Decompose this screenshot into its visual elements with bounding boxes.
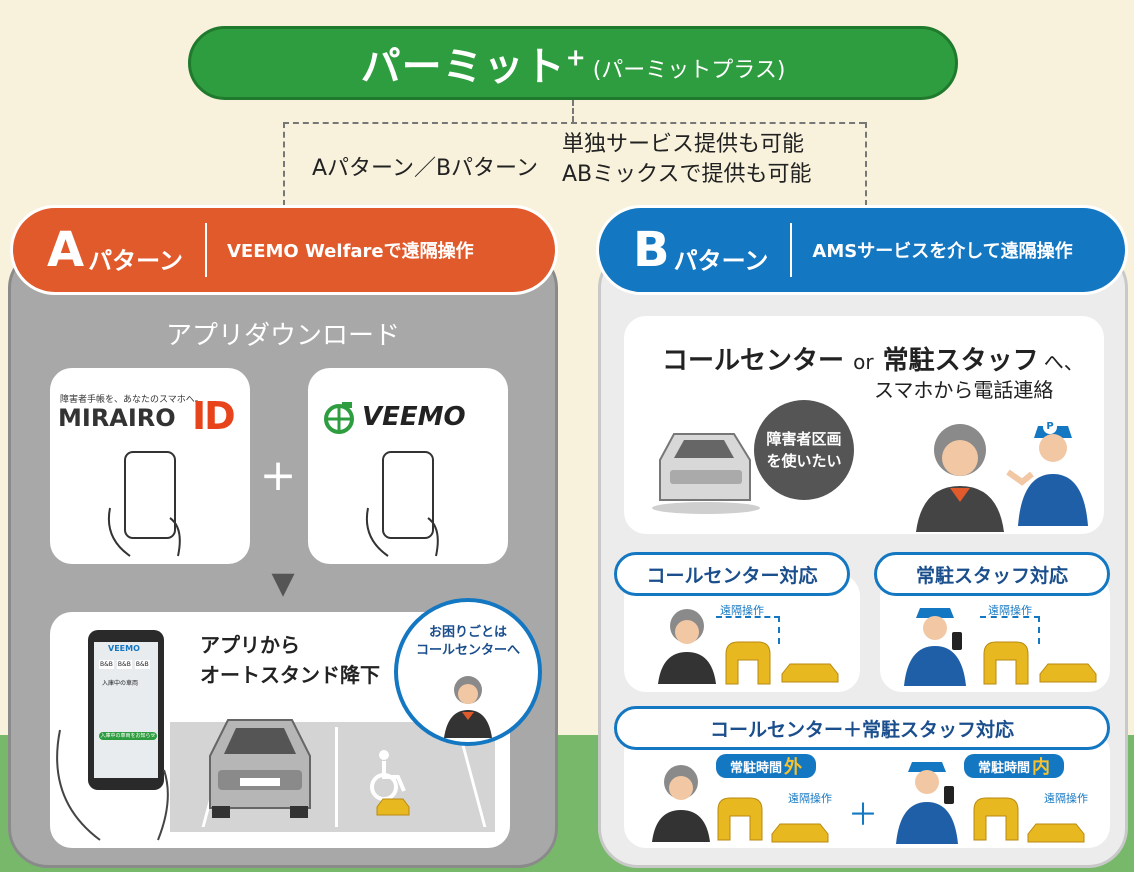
connector-line xyxy=(283,122,285,206)
remote-line xyxy=(980,616,1040,644)
auto-stand-text: アプリから オートスタンド降下 xyxy=(200,633,380,687)
pattern-b-desc: AMSサービスを介して遠隔操作 xyxy=(812,241,1073,262)
auto-stand-icon xyxy=(983,641,1097,685)
banner-title: パーミット+ xyxy=(360,43,587,90)
cap-badge: P xyxy=(1043,420,1057,434)
pattern-b-header: B パターン AMSサービスを介して遠隔操作 xyxy=(596,205,1128,295)
operator-icon xyxy=(652,765,710,842)
combined-case-title: コールセンター＋常駐スタッフ対応 xyxy=(614,706,1110,750)
remote-line xyxy=(716,616,780,644)
operator-icon xyxy=(658,609,716,684)
staff-phone-icon xyxy=(904,608,966,686)
contact-card: コールセンター or 常駐スタッフ へ、 スマホから電話連絡 障害者区画 を使い… xyxy=(624,316,1104,534)
on-hours-tag: 常駐時間内 xyxy=(964,754,1064,778)
speech-text: 障害者区画 を使いたい xyxy=(766,430,842,470)
availability-note: 単独サービス提供も可能 ABミックスで提供も可能 xyxy=(562,132,812,187)
auto-stand-icon xyxy=(973,797,1085,843)
phone-app-title: VEEMO xyxy=(108,644,140,653)
off-hours-tag: 常駐時間外 xyxy=(716,754,816,778)
down-arrow-icon: ▼ xyxy=(271,566,295,601)
connector-line xyxy=(283,122,865,124)
operator-icon xyxy=(444,676,492,738)
auto-stand-icon xyxy=(717,797,829,843)
call-center-bubble: お困りごとは コールセンターへ xyxy=(394,598,542,746)
download-title: アプリダウンロード xyxy=(165,321,400,351)
parking-line xyxy=(335,727,338,827)
staff-phone-icon xyxy=(896,762,958,844)
hand-phone-icon xyxy=(108,451,181,557)
call-center-text: お困りごとは コールセンターへ xyxy=(415,625,520,658)
staff-case-title: 常駐スタッフ対応 xyxy=(874,552,1110,596)
hand-phone-icon xyxy=(366,451,439,557)
pattern-note: Aパターン／Bパターン xyxy=(312,156,538,181)
permit-plus-banner: パーミット+ (パーミットプラス) xyxy=(188,26,958,100)
car-icon xyxy=(652,433,760,514)
remote-label: 遠隔操作 xyxy=(988,604,1032,617)
phone-button: 入庫中の車両をお知らせ xyxy=(99,732,157,740)
phone-tab: B&B xyxy=(134,660,150,669)
mirairo-logo: MIRAIRO xyxy=(58,404,176,432)
contact-subtitle: スマホから電話連絡 xyxy=(874,378,1054,402)
contact-headline: コールセンター or 常駐スタッフ へ、 xyxy=(662,346,1084,376)
pattern-b-label: パターン xyxy=(673,246,769,275)
phone-notice: 入庫中の車両 xyxy=(102,680,139,687)
pattern-a-header: A パターン VEEMO Welfareで遠隔操作 xyxy=(10,205,558,295)
mirairo-card: 障害者手帳を、あなたのスマホへ。 MIRAIRO ID xyxy=(50,368,250,564)
staff-icon xyxy=(1006,426,1088,526)
veemo-logo: VEEMO xyxy=(362,402,466,432)
divider xyxy=(790,223,793,277)
call-center-case-title: コールセンター対応 xyxy=(614,552,850,596)
speech-bubble: 障害者区画 を使いたい xyxy=(754,400,854,500)
connector-line xyxy=(572,100,574,122)
phone-tab: B&B xyxy=(116,660,132,669)
divider xyxy=(204,223,207,277)
auto-stand-icon xyxy=(725,641,839,685)
plus-sign: + xyxy=(259,450,297,501)
car-icon xyxy=(209,719,311,818)
banner-reading: (パーミットプラス) xyxy=(592,58,786,83)
pattern-a-desc: VEEMO Welfareで遠隔操作 xyxy=(226,241,474,262)
operator-icon xyxy=(916,424,1004,532)
remote-label: 遠隔操作 xyxy=(1044,792,1088,805)
veemo-card: VEEMO xyxy=(308,368,508,564)
pattern-a-letter: A xyxy=(47,222,85,278)
phone-tab: B&B xyxy=(99,660,114,669)
veemo-logo-icon xyxy=(324,402,354,434)
remote-label: 遠隔操作 xyxy=(788,792,832,805)
auto-stand-icon xyxy=(376,798,410,816)
pattern-a-label: パターン xyxy=(88,246,183,275)
phone-tabs: B&B B&B B&B xyxy=(99,660,159,669)
mirairo-id-logo: ID xyxy=(192,394,236,438)
pattern-b-letter: B xyxy=(633,222,670,278)
connector-line xyxy=(865,122,867,206)
mirairo-tagline: 障害者手帳を、あなたのスマホへ。 xyxy=(60,395,204,405)
remote-label: 遠隔操作 xyxy=(720,604,764,617)
plus-sign: ＋ xyxy=(848,798,878,833)
